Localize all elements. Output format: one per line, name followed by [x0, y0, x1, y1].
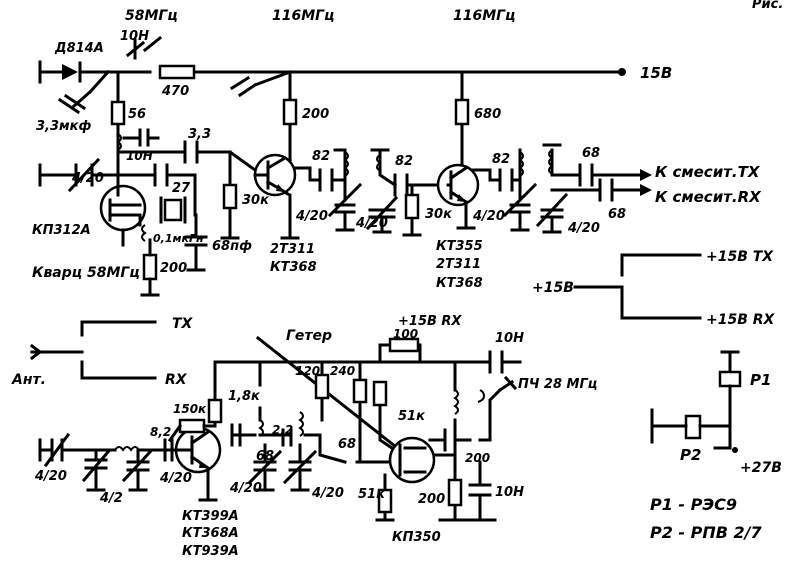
- label-r100: 100: [393, 327, 418, 341]
- label-c82c: 82: [492, 152, 510, 167]
- label-ind: 0,1мкГн: [153, 232, 204, 245]
- label-quartz: Кварц 58МГц: [32, 265, 140, 281]
- label-r200a: 200: [302, 107, 329, 122]
- label-v15tx: +15В ТХ: [706, 249, 774, 265]
- relays: [650, 350, 742, 453]
- label-c42: 4/2: [99, 491, 123, 506]
- label-r120: 120: [295, 364, 320, 378]
- label-r150k: 150к: [173, 402, 207, 416]
- label-c68c: 68: [256, 449, 274, 464]
- label-c27: 27: [172, 181, 191, 196]
- label-sw-rx: RX: [165, 372, 188, 388]
- label-c22: 2,2: [272, 423, 293, 437]
- label-r200b: 200: [160, 261, 187, 276]
- label-c420g: 4/20: [159, 471, 192, 486]
- label-r30k-b: 30к: [425, 207, 453, 222]
- label-kp350: КП350: [392, 530, 441, 545]
- label-p2: Р2: [680, 446, 701, 464]
- lower-components: [43, 337, 518, 522]
- label-r240: 240: [330, 364, 355, 378]
- label-ant: Ант.: [11, 372, 46, 388]
- label-c420f: 4/20: [34, 469, 67, 484]
- label-c420a: 4/20: [71, 171, 104, 186]
- label-c68d: 68: [338, 437, 356, 452]
- label-p1: Р1: [750, 371, 771, 389]
- label-c10n-l: 10Н: [126, 149, 153, 163]
- label-t4c: КТ939А: [182, 544, 239, 559]
- label-t3c: КТ368: [436, 276, 483, 291]
- label-r18k: 1,8к: [228, 389, 261, 404]
- label-geter: Гетер: [286, 328, 332, 344]
- upper-wires: [38, 60, 642, 240]
- label-if28: ПЧ 28 МГц: [518, 377, 597, 392]
- label-f2: 116МГц: [272, 8, 334, 24]
- label-c82a: 82: [312, 149, 330, 164]
- label-r51k-b: 51к: [358, 487, 386, 502]
- label-c420e: 4/20: [567, 221, 600, 236]
- upper-components: [57, 35, 652, 297]
- label-c33mkf: 3,3мкф: [36, 119, 91, 134]
- lower-wires: [29, 320, 522, 522]
- label-r470: 470: [161, 84, 189, 99]
- label-c200: 200: [465, 451, 490, 465]
- label-c33: 3,3: [188, 127, 211, 142]
- label-r56: 56: [128, 107, 146, 122]
- label-c420i: 4/20: [311, 486, 344, 501]
- label-t2a: 2Т311: [270, 242, 315, 257]
- label-v27: +27В: [740, 460, 782, 476]
- power-switch: [573, 253, 702, 320]
- label-c10n-b: 10Н: [495, 331, 524, 346]
- label-mix-tx: К смесит.ТХ: [655, 163, 761, 181]
- label-r30k-a: 30к: [242, 193, 270, 208]
- labels: Рис. 58МГц 116МГц 116МГц Д814А 10Н 470 1…: [11, 0, 783, 559]
- label-c420c: 4/20: [355, 216, 388, 231]
- label-f1: 58МГц: [125, 8, 178, 24]
- label-c10n-top: 10Н: [120, 29, 149, 44]
- label-r200c: 200: [418, 492, 445, 507]
- label-c82d: 8,2: [150, 425, 171, 439]
- label-c68pf: 68пф: [212, 239, 252, 254]
- label-t3a: КТ355: [436, 239, 483, 254]
- label-t4a: КТ399А: [182, 509, 239, 524]
- label-diode: Д814А: [54, 41, 104, 56]
- label-c10n-c: 10Н: [495, 485, 524, 500]
- label-t2b: КТ368: [270, 260, 317, 275]
- label-v15rx-b: +15В RX: [398, 314, 462, 329]
- label-c420d: 4/20: [472, 209, 505, 224]
- label-p2-desc: Р2 - РПВ 2/7: [650, 523, 763, 542]
- label-v15: +15В: [532, 280, 574, 296]
- label-f3: 116МГц: [453, 8, 515, 24]
- label-c68b: 68: [608, 207, 626, 222]
- label-sw-tx: TX: [172, 316, 194, 332]
- label-t4b: КТ368А: [182, 526, 239, 541]
- label-p1-desc: Р1 - РЭС9: [650, 495, 737, 514]
- label-corner: Рис.: [752, 0, 783, 12]
- label-v15rx: +15В RX: [706, 312, 776, 328]
- label-c420h: 4/20: [229, 481, 262, 496]
- label-v15-top: 15В: [640, 64, 672, 82]
- label-c68a: 68: [582, 146, 600, 161]
- label-c82b: 82: [395, 154, 413, 169]
- label-mix-rx: К смесит.RX: [655, 188, 762, 206]
- label-kp312: КП312А: [32, 223, 91, 238]
- label-c420b: 4/20: [295, 209, 328, 224]
- label-r680: 680: [474, 107, 501, 122]
- label-r51k-a: 51к: [398, 409, 426, 424]
- label-t3b: 2Т311: [436, 257, 481, 272]
